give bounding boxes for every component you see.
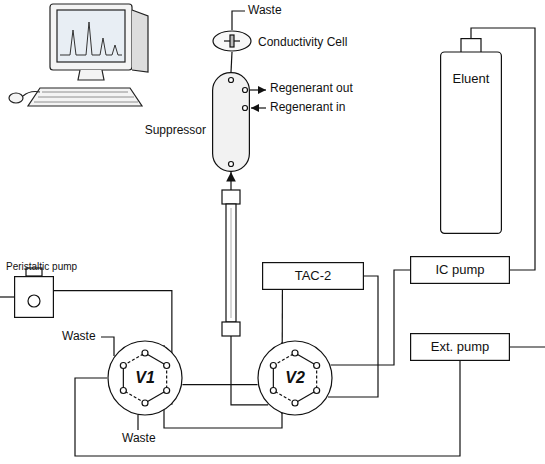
keyboard (28, 88, 142, 106)
computer-icon (9, 4, 148, 106)
valve-port (142, 350, 148, 356)
peristaltic-pump: Peristaltic pump (14, 276, 54, 318)
column-fitting (222, 190, 240, 204)
mouse-cord (23, 92, 40, 97)
tubing-connector (231, 52, 232, 72)
valve-port (314, 388, 320, 394)
valve-channel (295, 391, 317, 404)
eluent-bottle: Eluent (440, 38, 502, 234)
bottle-body (441, 52, 502, 233)
valve-channel (123, 366, 124, 391)
column-body (226, 204, 236, 322)
column-bore (231, 208, 232, 318)
eluent-bottle-shape (440, 38, 502, 234)
suppressor-outline (213, 73, 250, 172)
box-outline (263, 263, 364, 290)
mouse (9, 93, 23, 103)
waste-label: Waste (248, 4, 282, 18)
bottle-cap (461, 39, 481, 53)
regenerant-out-arrow (250, 89, 266, 90)
conductivity-cell-label: Conductivity Cell (258, 36, 347, 50)
port (243, 88, 248, 93)
valve-channel (295, 353, 317, 366)
tubing (510, 346, 545, 347)
valve-port (120, 363, 126, 369)
valve-port (314, 363, 320, 369)
port (243, 106, 248, 111)
regenerant-label: Regenerant in (270, 101, 345, 115)
valve-channel (123, 391, 145, 404)
pump-body (15, 277, 54, 318)
valve-channel (273, 391, 295, 404)
valve-channel (166, 366, 167, 391)
column-fitting (222, 322, 240, 336)
port (229, 162, 234, 167)
waste-line (101, 337, 114, 356)
ext-pump-box-label: Ext. pump (431, 340, 490, 355)
ext-pump-box: Ext. pump (410, 333, 510, 361)
pump-rotor (28, 295, 40, 307)
regenerant-label: Regenerant out (270, 82, 353, 96)
suppressor: Suppressor (212, 72, 250, 172)
valve-channel (123, 353, 145, 366)
box-outline (411, 334, 510, 361)
tac-column-box: TAC-2 (262, 262, 364, 290)
tubing-connector (328, 276, 378, 397)
ic-pump-box-label: IC pump (435, 263, 484, 278)
conductivity-cell: Conductivity Cell (212, 30, 252, 52)
tac-column-box-label: TAC-2 (295, 269, 332, 284)
switching-valve-label: V2 (285, 369, 305, 387)
tubing (0, 296, 14, 297)
monitor-side (132, 10, 148, 72)
waste-label: Waste (62, 330, 96, 344)
conductivity-cell-shape (212, 30, 252, 52)
port (229, 78, 234, 83)
monitor-frame (50, 4, 132, 70)
cell-outline (213, 31, 251, 51)
peristaltic-pump-shape (14, 276, 54, 318)
suppressor-label: Suppressor (145, 124, 206, 138)
cell-electrode (230, 35, 234, 47)
eluent-bottle-label: Eluent (453, 72, 490, 87)
valve-port (270, 388, 276, 394)
monitor-screen (57, 10, 125, 62)
keyboard-keys (34, 92, 138, 102)
valve-port (164, 363, 170, 369)
waste-line (232, 11, 245, 30)
valve-channel (273, 366, 274, 391)
valve-port (270, 363, 276, 369)
peristaltic-pump-label: Peristaltic pump (6, 261, 77, 273)
waste-line (137, 415, 138, 430)
valve-port (120, 388, 126, 394)
regenerant-in-arrow (251, 107, 266, 108)
waste-label: Waste (122, 432, 156, 446)
switching-valve: V1 (107, 340, 183, 416)
monitor-stand (78, 70, 104, 80)
switching-valve-label: V1 (135, 369, 155, 387)
valve-channel (145, 353, 167, 366)
valve-port (142, 400, 148, 406)
ic-pump-box: IC pump (410, 256, 510, 284)
valve-channel (145, 391, 167, 404)
valve-channel (316, 366, 317, 391)
tubing-connector (182, 384, 257, 385)
valve-port (164, 388, 170, 394)
suppressor-shape (212, 72, 250, 172)
valve-body (258, 341, 332, 415)
chromatogram-trace (60, 22, 122, 55)
switching-valve: V2 (257, 340, 333, 416)
valve-port (292, 350, 298, 356)
separation-column (222, 190, 240, 336)
valve-body (108, 341, 182, 415)
valve-port (292, 400, 298, 406)
valve-channel (273, 353, 295, 366)
box-outline (411, 257, 510, 284)
